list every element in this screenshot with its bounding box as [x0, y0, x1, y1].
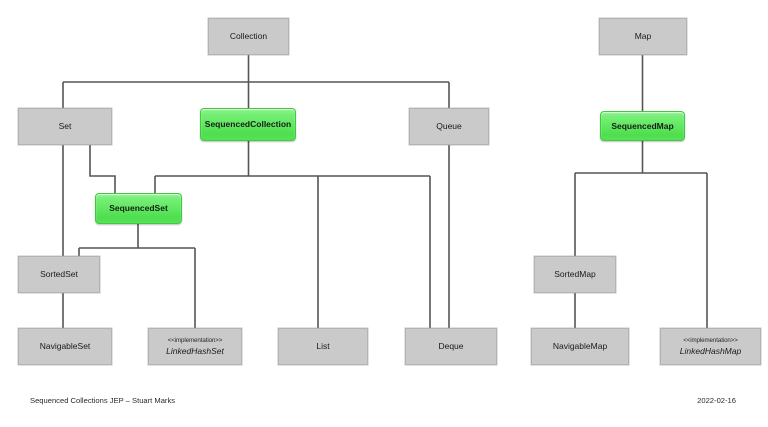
footer-date: 2022-02-16: [697, 396, 736, 405]
node-collection[interactable]: Collection: [208, 18, 289, 55]
node-sortedmap[interactable]: SortedMap: [534, 256, 616, 293]
node-label: SequencedCollection: [204, 119, 292, 130]
node-sortedset[interactable]: SortedSet: [18, 256, 100, 293]
node-label: Collection: [229, 31, 268, 42]
footer-title: Sequenced Collections JEP – Stuart Marks: [30, 396, 176, 405]
node-label: LinkedHashMap: [679, 345, 742, 356]
node-navigablemap[interactable]: NavigableMap: [531, 328, 629, 365]
node-label: SequencedSet: [109, 203, 168, 214]
node-label: Queue: [436, 121, 462, 132]
node-label: SortedSet: [40, 269, 78, 280]
node-label: NavigableMap: [552, 341, 608, 352]
node-stereotype: <<implementation>>: [683, 337, 738, 345]
node-label: LinkedHashSet: [166, 345, 224, 356]
edge-set-sequencedset: [89, 145, 116, 193]
node-deque[interactable]: Deque: [405, 328, 497, 365]
node-label: List: [316, 341, 330, 352]
node-navigableset[interactable]: NavigableSet: [18, 328, 112, 365]
node-linkedhashmap[interactable]: <<implementation>> LinkedHashMap: [660, 328, 761, 365]
node-sequencedcollection[interactable]: SequencedCollection: [200, 108, 296, 141]
node-label: SequencedMap: [611, 120, 674, 131]
node-label: Deque: [438, 341, 464, 352]
node-label: NavigableSet: [39, 341, 91, 352]
node-sequencedmap[interactable]: SequencedMap: [600, 111, 685, 141]
node-list[interactable]: List: [278, 328, 368, 365]
node-label: Map: [634, 31, 652, 42]
node-map[interactable]: Map: [599, 18, 687, 55]
node-set[interactable]: Set: [18, 108, 112, 145]
node-label: Set: [58, 121, 72, 132]
node-sequencedset[interactable]: SequencedSet: [95, 193, 182, 224]
node-label: SortedMap: [554, 269, 596, 280]
node-stereotype: <<implementation>>: [167, 337, 223, 345]
node-linkedhashset[interactable]: <<implementation>> LinkedHashSet: [148, 328, 242, 365]
node-queue[interactable]: Queue: [409, 108, 489, 145]
